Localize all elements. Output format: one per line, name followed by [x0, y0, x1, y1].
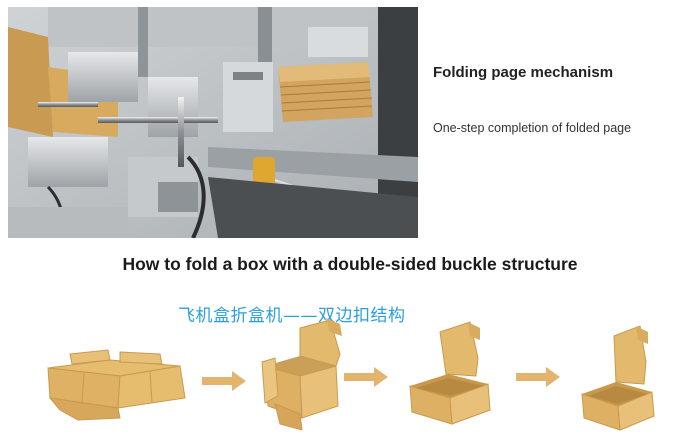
diagram-caption: 飞机盒折盒机——双边扣结构: [178, 306, 406, 326]
arrow-2: [344, 367, 388, 387]
arrow-3: [516, 367, 560, 387]
feature-title: Folding page mechanism: [433, 64, 614, 81]
step-front-folded: [409, 321, 491, 425]
machine-photo: [8, 7, 418, 238]
step-flat-blank: [47, 349, 186, 421]
feature-description: One-step completion of folded page: [433, 121, 632, 135]
step-lid-closing: [581, 325, 655, 431]
step-walls-raised: [261, 318, 342, 431]
section-heading: How to fold a box with a double-sided bu…: [122, 254, 578, 274]
folding-steps-diagram: [0, 318, 700, 437]
arrow-1: [202, 371, 246, 391]
